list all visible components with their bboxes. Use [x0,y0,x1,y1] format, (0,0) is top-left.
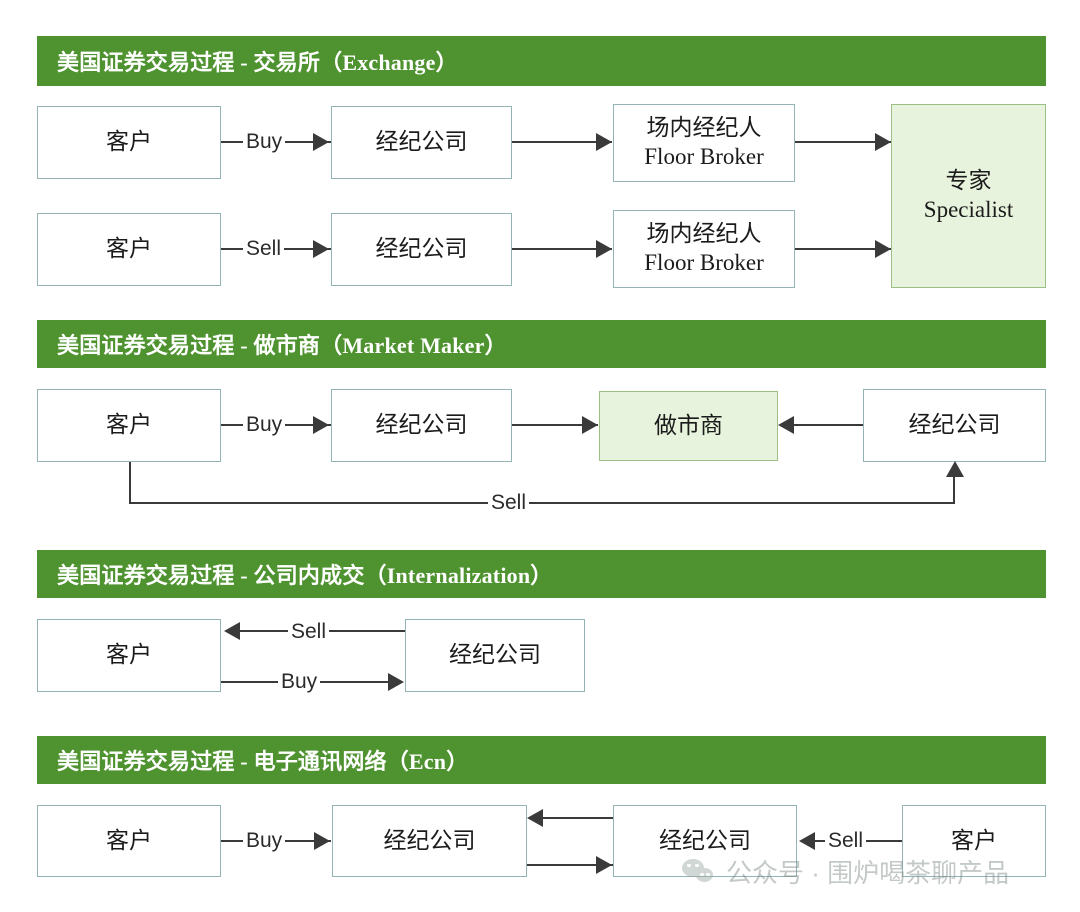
node-client-buy: 客户 [37,106,221,179]
section-title-internalization: 美国证券交易过程 - 公司内成交（Internalization） [57,563,553,588]
node-label-cn: 场内经纪人 [646,115,762,141]
node-label: 客户 [106,236,152,262]
edge-label-buy-ecn: Buy [243,830,286,851]
node-floor-broker-buy: 场内经纪人 Floor Broker [613,104,795,182]
edge-label-sell-ecn: Sell [825,830,867,851]
node-label: 经纪公司 [375,236,468,262]
arrowhead-left [799,832,815,850]
section-header-exchange: 美国证券交易过程 - 交易所（Exchange） [37,36,1046,86]
node-broker-left-mm: 经纪公司 [331,389,512,462]
edge-label-sell-mm: Sell [488,492,530,513]
connector-floor-specialist-2 [795,248,891,251]
connector-sell-loop-across [129,502,955,505]
node-broker-buy: 经纪公司 [331,106,512,179]
connector-broker-mm [512,424,598,427]
node-label-cn: 场内经纪人 [646,221,762,247]
node-label: 经纪公司 [375,129,468,155]
section-title-exchange: 美国证券交易过程 - 交易所（Exchange） [57,50,458,75]
edge-label-buy-int: Buy [278,671,321,692]
node-broker-int: 经纪公司 [405,619,585,692]
connector-floor-specialist-1 [795,141,891,144]
node-label: 客户 [106,827,152,853]
arrowhead-right [388,673,404,691]
node-label: 客户 [106,642,152,668]
node-client-left-ecn: 客户 [37,805,221,877]
connector-broker-floor-2 [512,248,612,251]
node-client-mm: 客户 [37,389,221,462]
node-label: 经纪公司 [375,412,468,438]
node-broker-sell: 经纪公司 [331,213,512,286]
arrowhead-right [596,240,612,258]
arrowhead-right [582,416,598,434]
node-client-right-ecn: 客户 [902,805,1046,877]
edge-label-sell-1: Sell [243,238,285,259]
arrowhead-right [596,856,612,874]
node-broker-right-ecn: 经纪公司 [613,805,797,877]
node-label: 做市商 [654,412,723,438]
edge-label-buy-1: Buy [243,131,286,152]
connector-sell-loop-down [129,462,132,504]
node-label-cn: 专家 [945,168,992,194]
node-label-en: Specialist [923,197,1014,222]
arrowhead-right [313,133,329,151]
arrowhead-right [875,133,891,151]
edge-label-buy-mm: Buy [243,414,286,435]
node-floor-broker-sell: 场内经纪人 Floor Broker [613,210,795,288]
node-client-int: 客户 [37,619,221,692]
section-header-ecn: 美国证券交易过程 - 电子通讯网络（Ecn） [37,736,1046,784]
arrowhead-up [946,461,964,477]
section-header-market-maker: 美国证券交易过程 - 做市商（Market Maker） [37,320,1046,368]
section-title-ecn: 美国证券交易过程 - 电子通讯网络（Ecn） [57,749,469,774]
section-title-market-maker: 美国证券交易过程 - 做市商（Market Maker） [57,333,507,358]
node-label-en: Floor Broker [644,144,764,169]
arrowhead-right [313,240,329,258]
node-market-maker: 做市商 [599,391,778,461]
node-broker-left-ecn: 经纪公司 [332,805,527,877]
connector-ecn-bottom [527,864,697,867]
section-header-internalization: 美国证券交易过程 - 公司内成交（Internalization） [37,550,1046,598]
arrowhead-right [596,133,612,151]
edge-label-sell-int: Sell [288,621,330,642]
arrowhead-left [778,416,794,434]
node-label: 客户 [106,129,152,155]
arrowhead-right [314,832,330,850]
node-label: 经纪公司 [908,412,1001,438]
connector-sell-loop-up [953,476,956,504]
arrowhead-right [875,240,891,258]
arrowhead-left [224,622,240,640]
node-label: 经纪公司 [659,827,751,853]
node-client-sell: 客户 [37,213,221,286]
node-label: 经纪公司 [449,642,541,668]
connector-broker-floor-1 [512,141,612,144]
arrowhead-left [527,809,543,827]
node-label: 客户 [106,412,152,438]
connector-broker-right-mm [793,424,863,427]
node-label-en: Floor Broker [644,250,764,275]
arrowhead-right [313,416,329,434]
node-label: 客户 [951,827,997,853]
node-label: 经纪公司 [383,827,476,853]
node-broker-right-mm: 经纪公司 [863,389,1046,462]
node-specialist: 专家 Specialist [891,104,1046,288]
